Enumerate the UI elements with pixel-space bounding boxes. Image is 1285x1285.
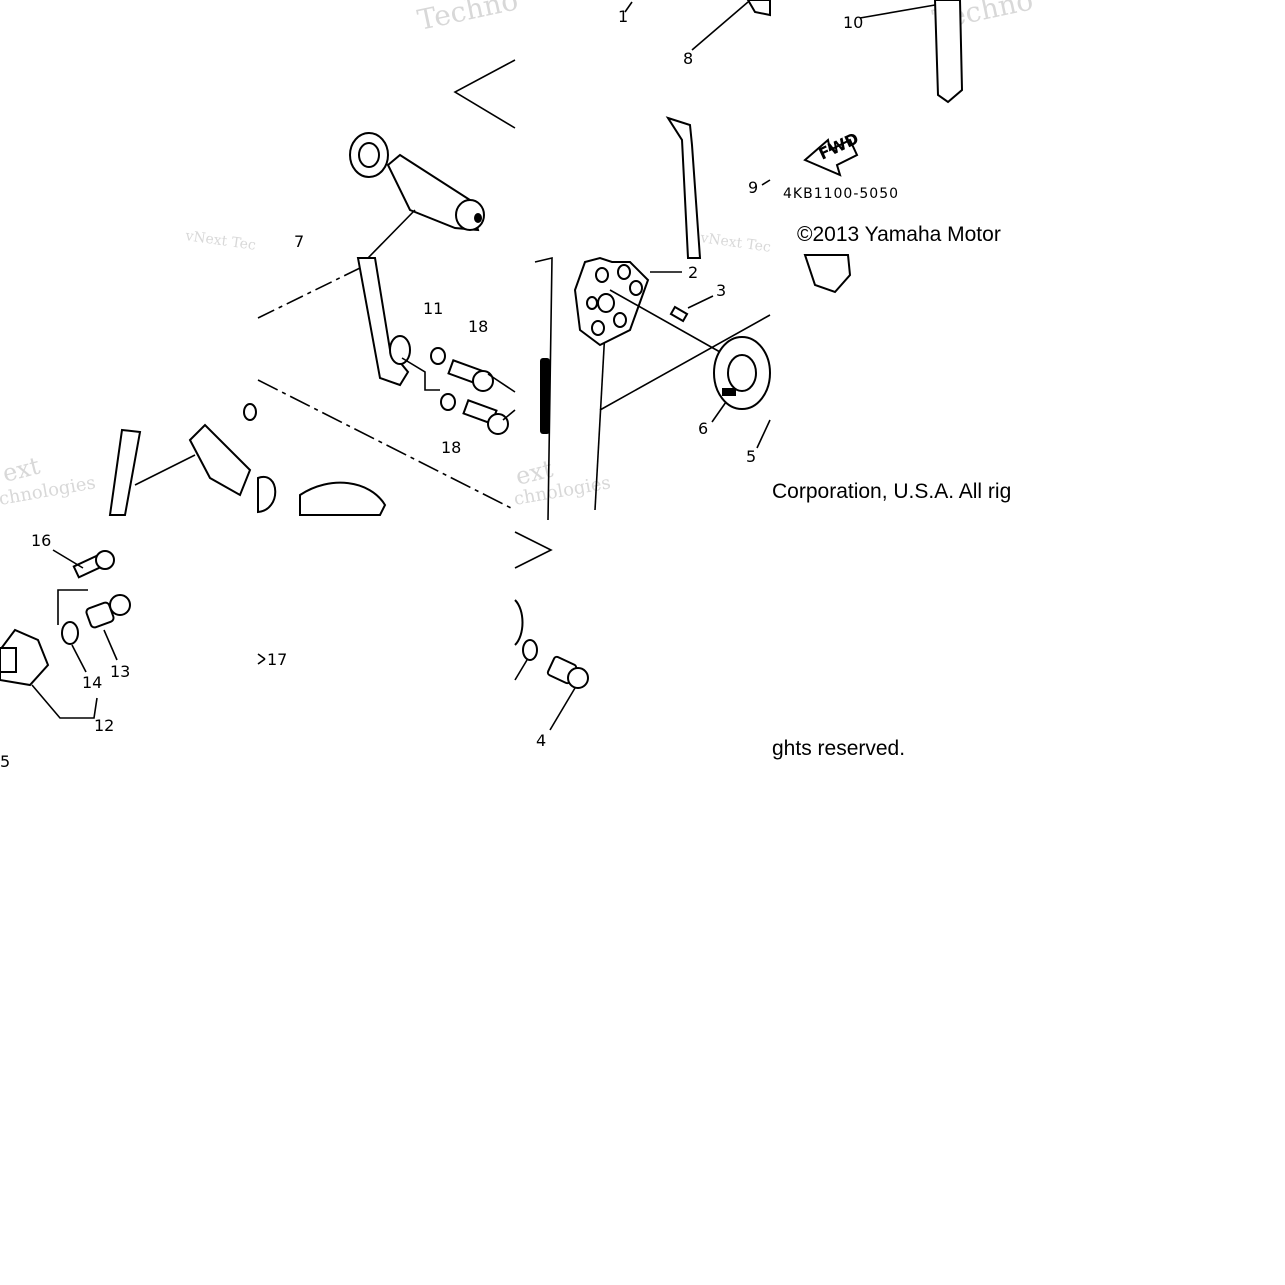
guide-top-right	[803, 254, 852, 294]
copyright-line-2: Corporation, U.S.A. All rig	[772, 480, 1011, 503]
callout-label: 14	[82, 673, 102, 692]
callout-label: 4	[536, 731, 546, 750]
tensioner-bolt	[72, 550, 115, 579]
callout-label: 13	[110, 662, 130, 681]
callout-label: 11	[423, 299, 443, 318]
washer	[440, 393, 456, 411]
bolt	[462, 399, 509, 435]
guide-pivot	[389, 335, 411, 365]
frame-line	[257, 379, 516, 511]
leader-line	[514, 659, 528, 681]
gasket	[188, 423, 252, 497]
callout-label: 3	[716, 281, 726, 300]
chain-guide-front	[665, 116, 702, 259]
callout-label: 1	[618, 7, 628, 26]
watermark: vNext Tec	[183, 228, 256, 254]
leader-line	[401, 357, 440, 391]
leader-line	[257, 658, 266, 665]
leader-line	[103, 629, 118, 661]
callout-label: 18	[441, 438, 461, 457]
chain-guide-left	[108, 428, 142, 516]
chain-tensioner	[0, 628, 50, 687]
leader-line	[134, 454, 196, 486]
leader-line	[487, 373, 516, 393]
frame-line	[514, 531, 553, 569]
tensioner-cap-bolt	[85, 594, 131, 629]
leader-line	[687, 295, 714, 309]
callout-label: 12	[94, 716, 114, 735]
callout-label: 8	[683, 49, 693, 68]
leader-line	[711, 401, 727, 423]
frame-line	[453, 59, 516, 129]
callout-label: 6	[698, 419, 708, 438]
seal-edge	[514, 599, 524, 646]
leader-line	[549, 687, 576, 731]
callout-label: 18	[468, 317, 488, 336]
callout-label: 10	[843, 13, 863, 32]
callout-label: 16	[31, 531, 51, 550]
leader-line	[257, 653, 266, 660]
washer	[522, 639, 538, 661]
leader-line	[761, 179, 771, 186]
callout-label: 2	[688, 263, 698, 282]
leader-line	[756, 419, 771, 449]
timing-chain	[534, 256, 606, 521]
leader-line	[57, 589, 88, 625]
fwd-arrow-icon: FWD	[803, 129, 862, 177]
frame-line	[257, 267, 361, 319]
chain-guide-rear	[933, 0, 964, 104]
plug-bolt	[546, 655, 589, 689]
cover-cap	[299, 481, 387, 516]
callout-label: 9	[748, 178, 758, 197]
leader-line	[502, 409, 516, 421]
cam-cover	[713, 336, 771, 410]
watermark: Techno	[415, 0, 521, 37]
bolt	[447, 359, 494, 392]
leader-line	[624, 1, 633, 13]
leader-line	[31, 684, 98, 719]
copyright-line-3: ghts reserved.	[772, 737, 905, 760]
callout-label: 17	[267, 650, 287, 669]
cam-sprocket	[573, 256, 721, 353]
leader-line	[859, 4, 936, 19]
callout-label: 7	[294, 232, 304, 251]
leader-line	[52, 549, 84, 569]
dowel-pin	[669, 305, 689, 323]
plug	[243, 403, 257, 421]
chain-guide	[356, 257, 410, 387]
frame-line	[599, 314, 771, 411]
diagram-code: 4KB1100-5050	[783, 186, 899, 202]
leader-line	[691, 1, 749, 51]
callout-label: 5	[746, 447, 756, 466]
watermark: vNext Tec	[698, 230, 771, 256]
copyright-line-1: ©2013 Yamaha Motor	[797, 223, 1001, 246]
bearing-top	[746, 0, 771, 17]
camshaft	[349, 132, 485, 259]
leader-line	[71, 644, 87, 673]
seal	[257, 475, 277, 514]
callout-label: 5	[0, 752, 10, 771]
tensioner-gasket	[61, 621, 79, 645]
washer	[430, 347, 446, 365]
